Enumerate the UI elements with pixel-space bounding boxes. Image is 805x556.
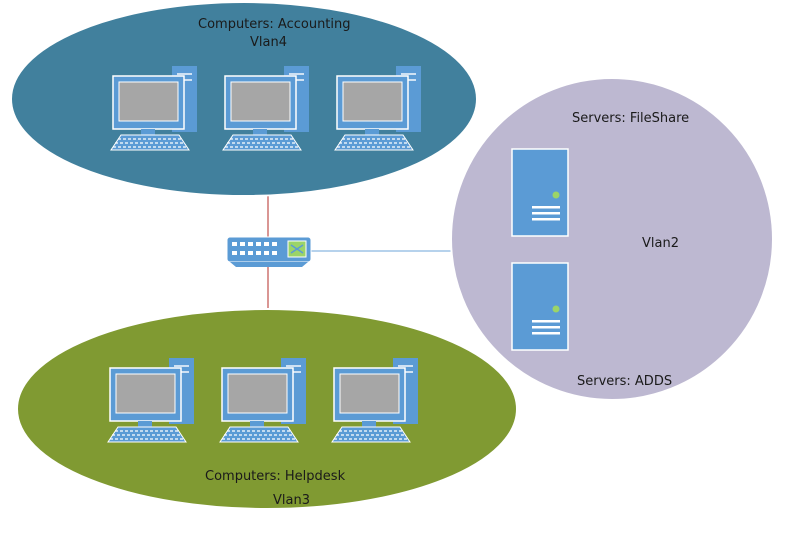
servers-vlan-label: Vlan2 [642, 236, 679, 251]
switch-icon [226, 236, 312, 267]
servers-zone [450, 77, 774, 401]
accounting-vlan-label: Vlan4 [250, 35, 287, 50]
adds-server-label: Servers: ADDS [577, 374, 673, 389]
helpdesk-vlan-label: Vlan3 [273, 493, 310, 508]
fileshare-server-label: Servers: FileShare [572, 111, 690, 126]
fileshare-server-icon [511, 148, 569, 237]
accounting-zone-title: Computers: Accounting [198, 17, 351, 32]
adds-server-icon [511, 262, 569, 351]
helpdesk-zone-title: Computers: Helpdesk [205, 469, 346, 484]
